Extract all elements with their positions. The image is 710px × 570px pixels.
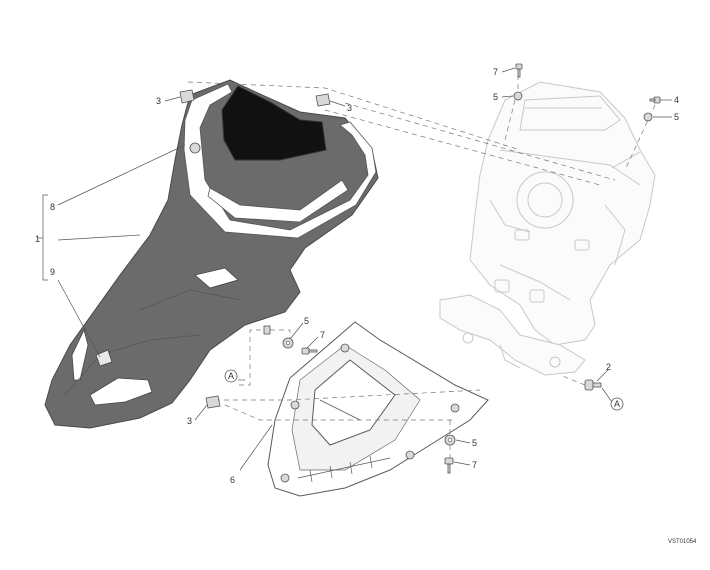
washer-5a xyxy=(513,91,523,101)
callout-7-middle: 7 xyxy=(320,330,325,340)
drawing-code: VST01054 xyxy=(668,539,697,545)
clip-nut-3c xyxy=(205,395,221,409)
callout-5-bottom: 5 xyxy=(472,438,477,448)
callout-7-bottom: 7 xyxy=(472,460,477,470)
callout-5-top: 5 xyxy=(493,92,498,102)
clip-nut-3a xyxy=(179,89,195,104)
spacer-2 xyxy=(584,379,602,391)
callout-6: 6 xyxy=(230,475,235,485)
ref-a-label-left: A xyxy=(228,371,234,381)
washer-5b xyxy=(643,112,653,122)
hardware xyxy=(179,63,661,474)
callout-8: 8 xyxy=(50,202,55,212)
callout-5-middle: 5 xyxy=(304,316,309,326)
reference-marker-a-right: A xyxy=(610,397,624,411)
callout-9: 9 xyxy=(50,267,55,277)
screw-4 xyxy=(649,96,661,104)
callout-1: 1 xyxy=(35,234,40,244)
callout-2: 2 xyxy=(606,362,611,372)
callout-3-bottom: 3 xyxy=(187,416,192,426)
screw-7c xyxy=(444,457,454,474)
tail-fairing-part xyxy=(44,79,379,429)
callout-3-top-left: 3 xyxy=(156,96,161,106)
reference-marker-a-left: A xyxy=(224,369,238,383)
ghost-frame-assembly xyxy=(439,81,656,376)
undertray-part xyxy=(267,321,489,497)
callout-numbers: 1 8 9 3 3 3 7 5 4 5 5 7 5 7 2 6 xyxy=(35,67,679,485)
callout-5-right: 5 xyxy=(674,112,679,122)
screw-7b xyxy=(301,347,318,355)
callout-3-top-right: 3 xyxy=(347,103,352,113)
clip-nut-3b xyxy=(315,93,331,107)
callout-4: 4 xyxy=(674,95,679,105)
screw-7a xyxy=(515,63,523,78)
assembly-lines xyxy=(187,75,656,460)
leader-lines xyxy=(38,67,672,471)
callout-7-top: 7 xyxy=(493,67,498,77)
ref-a-label-right: A xyxy=(614,399,620,409)
